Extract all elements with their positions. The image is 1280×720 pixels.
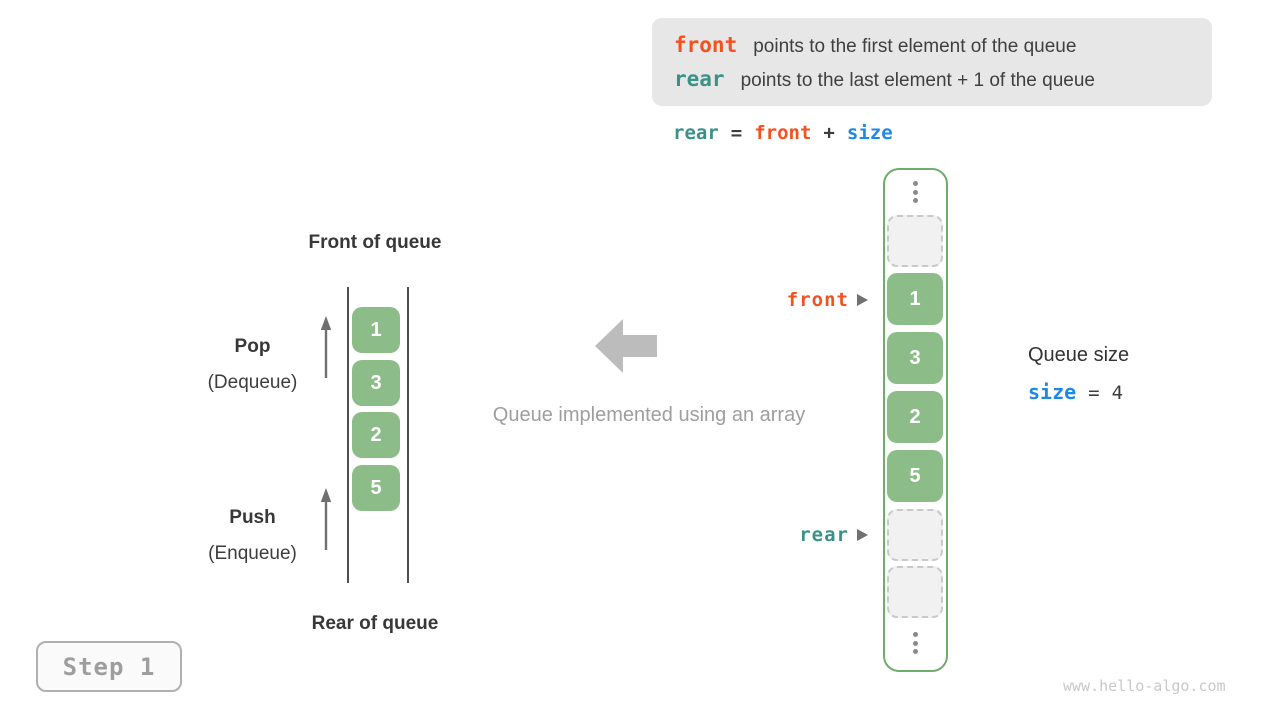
dot — [913, 649, 918, 654]
left-block-arrow-icon — [595, 319, 657, 373]
front-of-queue-label: Front of queue — [308, 232, 442, 253]
rear-pointer-arrow-icon — [857, 529, 868, 541]
formula-plus: + — [823, 122, 835, 144]
rear-description: points to the last element + 1 of the qu… — [740, 69, 1095, 91]
dot — [913, 198, 918, 203]
pop-up-arrow-icon — [320, 316, 332, 378]
formula-rear: rear — [673, 122, 719, 144]
array-implementation-caption: Queue implemented using an array — [492, 404, 806, 426]
dot — [913, 189, 918, 195]
queue-size-label: Queue size — [1028, 344, 1130, 366]
rear-of-queue-label: Rear of queue — [311, 613, 439, 634]
queue-element: 1 — [352, 307, 400, 353]
dequeue-label: (Dequeue) — [207, 372, 298, 393]
array-cell: 2 — [887, 391, 943, 443]
array-cell: 3 — [887, 332, 943, 384]
dot — [913, 640, 918, 646]
front-pointer-arrow-icon — [857, 294, 868, 306]
legend-line-front: front points to the first element of the… — [674, 33, 1212, 58]
array-cell: 1 — [887, 273, 943, 325]
front-pointer-label: front — [786, 289, 849, 311]
queue-element: 5 — [352, 465, 400, 511]
dot — [913, 181, 918, 186]
front-description: points to the first element of the queue — [753, 35, 1077, 57]
size-number: 4 — [1111, 382, 1124, 404]
array-empty-slot — [887, 215, 943, 267]
front-pointer: front — [690, 287, 868, 313]
rear-pointer: rear — [690, 522, 868, 548]
ellipsis-bottom-icon — [913, 632, 918, 654]
step-badge: Step 1 — [36, 641, 182, 692]
size-equals: = — [1088, 382, 1100, 404]
formula-equals: = — [730, 122, 743, 144]
formula: rear = front + size — [673, 122, 893, 144]
push-label: Push — [229, 507, 276, 528]
enqueue-label: (Enqueue) — [208, 543, 297, 564]
queue-size-value: size = 4 — [1028, 380, 1123, 404]
rear-code-label: rear — [674, 66, 725, 91]
queue-element: 2 — [352, 412, 400, 458]
queue-right-wall — [407, 287, 409, 583]
rear-pointer-label: rear — [799, 524, 849, 546]
formula-size: size — [846, 122, 893, 144]
array-cell: 5 — [887, 450, 943, 502]
pop-label: Pop — [234, 336, 271, 357]
queue-element: 3 — [352, 360, 400, 406]
front-code-label: front — [674, 32, 738, 57]
formula-front: front — [754, 122, 812, 144]
array-empty-slot — [887, 509, 943, 561]
push-up-arrow-icon — [320, 488, 332, 550]
array-empty-slot — [887, 566, 943, 618]
size-code-label: size — [1028, 380, 1077, 404]
legend-box: front points to the first element of the… — [652, 18, 1212, 106]
queue-left-wall — [347, 287, 349, 583]
watermark: www.hello-algo.com — [1063, 677, 1226, 695]
ellipsis-top-icon — [913, 181, 918, 203]
dot — [913, 632, 918, 637]
legend-line-rear: rear points to the last element + 1 of t… — [674, 67, 1212, 92]
